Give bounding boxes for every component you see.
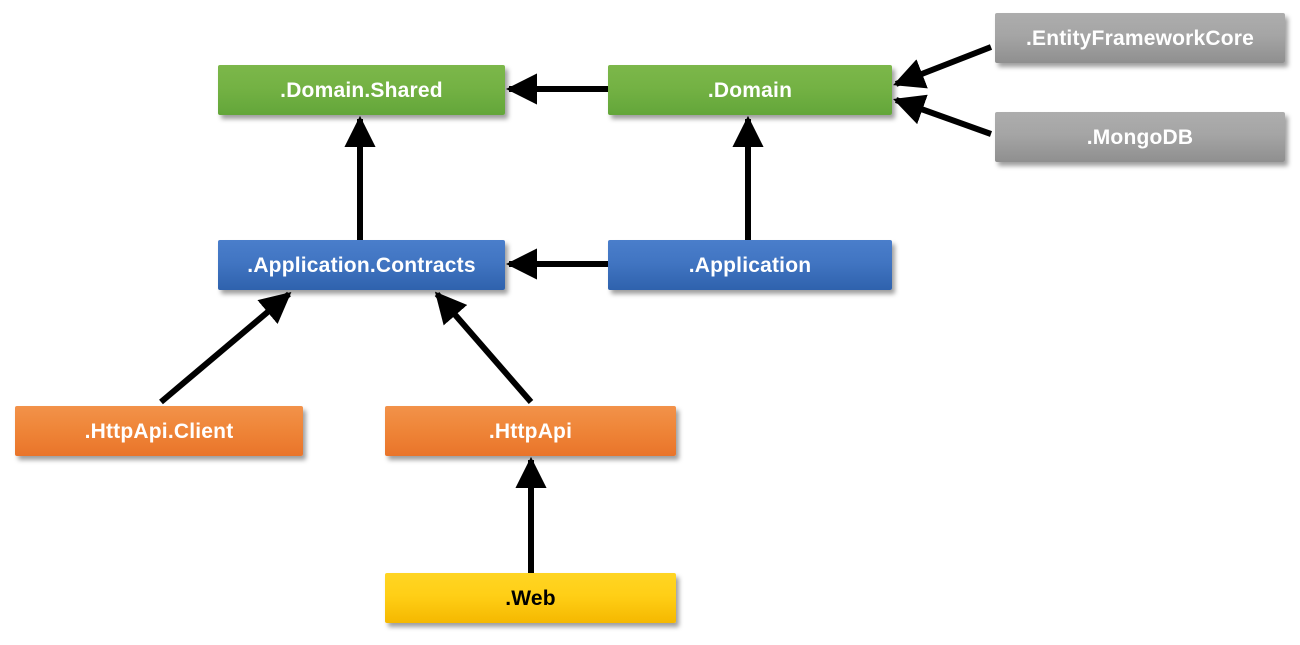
node-web[interactable]: .Web [385, 573, 676, 623]
node-label: .Application [688, 253, 812, 277]
arrow-efcore-to-domain [893, 44, 993, 89]
node-label: .Domain.Shared [280, 78, 443, 102]
node-domain[interactable]: .Domain [608, 65, 892, 115]
node-httpapi[interactable]: .HttpApi [385, 406, 676, 456]
node-label: .Web [505, 586, 556, 610]
node-domain-shared[interactable]: .Domain.Shared [218, 65, 505, 115]
node-httpapi-client[interactable]: .HttpApi.Client [15, 406, 303, 456]
node-label: .EntityFrameworkCore [1025, 26, 1255, 50]
arrow-httpapi-to-contracts [434, 291, 534, 404]
node-label: .HttpApi.Client [84, 419, 234, 443]
node-entity-framework-core[interactable]: .EntityFrameworkCore [995, 13, 1285, 63]
node-application-contracts[interactable]: .Application.Contracts [218, 240, 505, 290]
node-mongodb[interactable]: .MongoDB [995, 112, 1285, 162]
node-label: .Domain [707, 78, 793, 102]
arrow-mongodb-to-domain [893, 94, 993, 137]
node-application[interactable]: .Application [608, 240, 892, 290]
arrow-httpapi-client-to-contracts [159, 291, 292, 405]
node-label: .Application.Contracts [247, 253, 476, 277]
node-label: .HttpApi [488, 419, 573, 443]
node-label: .MongoDB [1086, 125, 1194, 149]
